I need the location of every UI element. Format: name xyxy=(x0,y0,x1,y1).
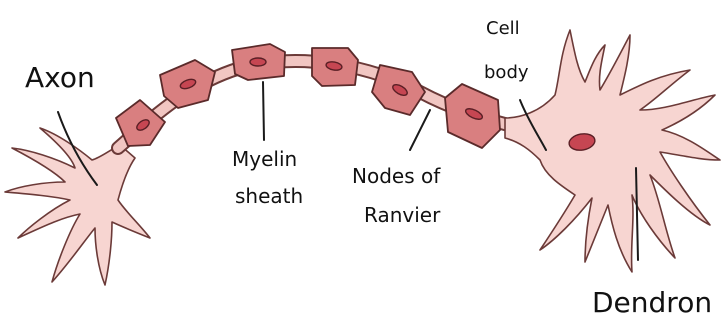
label-myelin-line1: Myelin xyxy=(232,147,297,171)
label-nodes-line1: Nodes of xyxy=(352,164,441,188)
cell-body xyxy=(505,30,720,272)
myelin-leader xyxy=(263,82,264,140)
label-nodes-line2: Ranvier xyxy=(364,203,441,227)
label-dendron: Dendron xyxy=(592,286,712,319)
nodes-leader xyxy=(410,110,430,150)
label-axon: Axon xyxy=(25,61,95,94)
label-myelin-line2: sheath xyxy=(235,184,303,208)
axon-terminal xyxy=(5,128,150,285)
nucleus-3 xyxy=(250,58,266,66)
label-cell-line2: body xyxy=(484,62,529,83)
label-cell-line1: Cell xyxy=(486,18,520,39)
